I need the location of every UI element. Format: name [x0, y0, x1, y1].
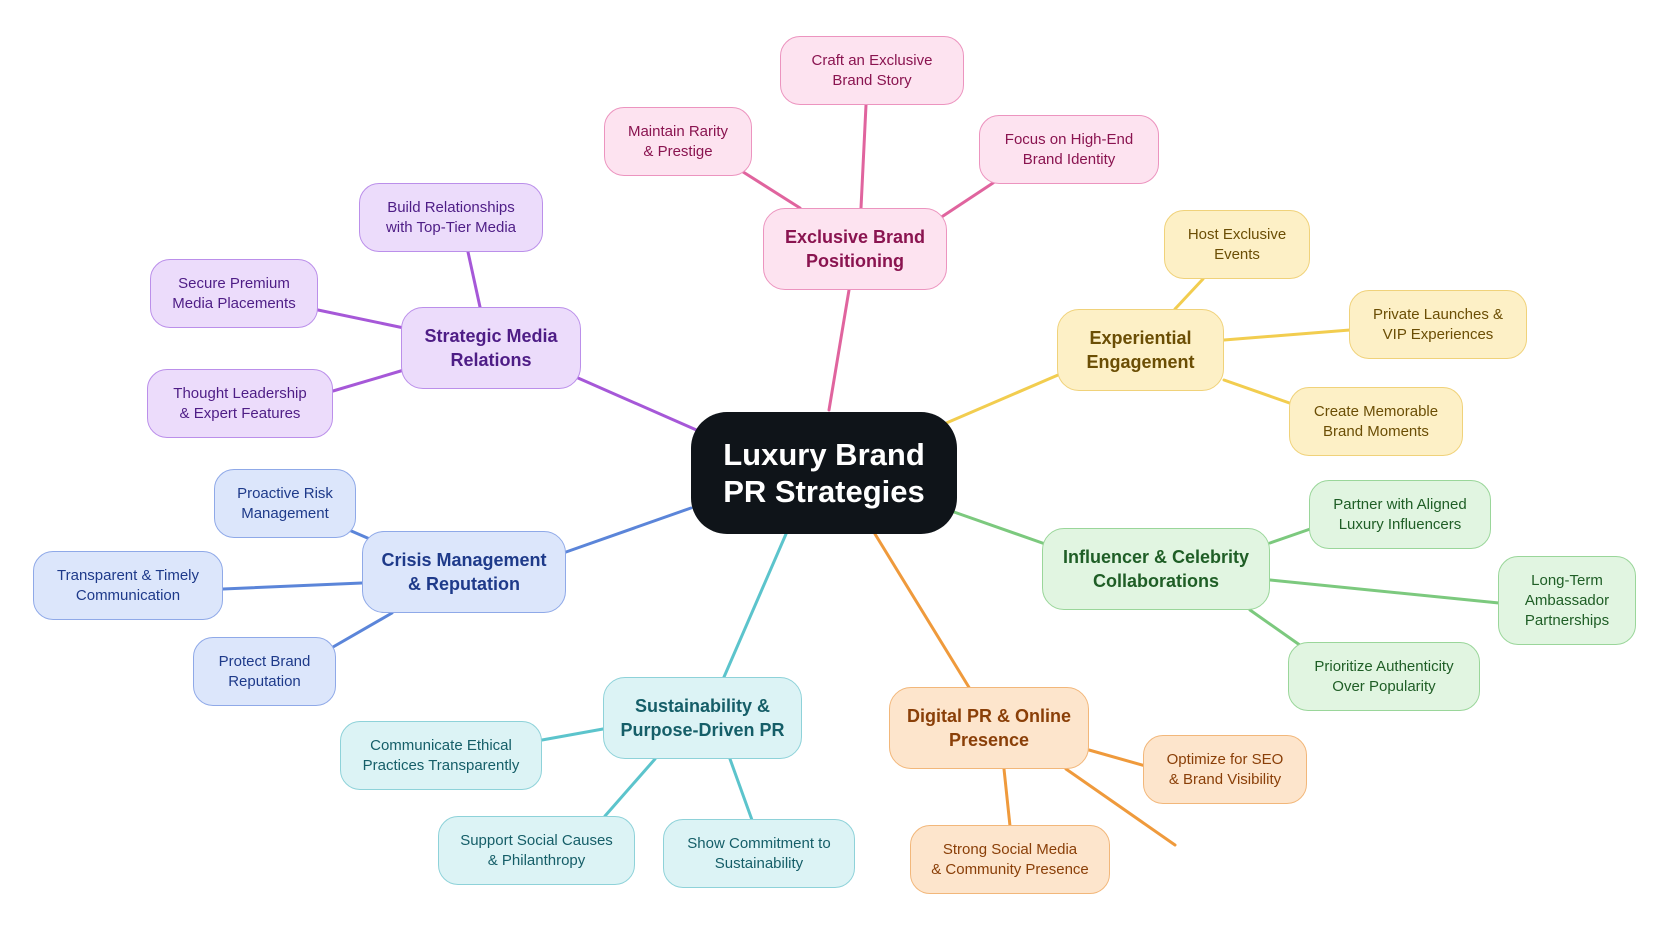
- branch-crisis-management-reputation[interactable]: Crisis Management & Reputation: [362, 531, 566, 613]
- connector-root-influencer: [952, 510, 1050, 547]
- leaf-optimize-seo[interactable]: Optimize for SEO & Brand Visibility: [1143, 735, 1307, 804]
- leaf-host-exclusive-events[interactable]: Host Exclusive Events: [1164, 210, 1310, 279]
- leaf-private-launches-vip[interactable]: Private Launches & VIP Experiences: [1349, 290, 1527, 359]
- leaf-communicate-ethical-practices[interactable]: Communicate Ethical Practices Transparen…: [340, 721, 542, 790]
- branch-experiential-engagement[interactable]: Experiential Engagement: [1057, 309, 1224, 391]
- connector-sustainability-ethical: [540, 727, 605, 742]
- leaf-strong-social-media[interactable]: Strong Social Media & Community Presence: [910, 825, 1110, 894]
- leaf-create-memorable-moments[interactable]: Create Memorable Brand Moments: [1289, 387, 1463, 456]
- connector-digital-social: [1002, 767, 1012, 828]
- branch-strategic-media-relations[interactable]: Strategic Media Relations: [401, 307, 581, 389]
- connector-media-thought: [331, 368, 406, 393]
- branch-exclusive-brand-positioning[interactable]: Exclusive Brand Positioning: [763, 208, 947, 290]
- connector-root-media: [576, 376, 703, 434]
- leaf-build-relationships-media[interactable]: Build Relationships with Top-Tier Media: [359, 183, 543, 252]
- connector-crisis-protect: [331, 611, 394, 649]
- connector-sustainability-social: [603, 757, 657, 818]
- connector-digital-seo-tail: [1064, 767, 1177, 847]
- leaf-maintain-rarity-prestige[interactable]: Maintain Rarity & Prestige: [604, 107, 752, 176]
- connector-influencer-long-term: [1268, 578, 1501, 605]
- leaf-thought-leadership[interactable]: Thought Leadership & Expert Features: [147, 369, 333, 438]
- branch-digital-pr-online-presence[interactable]: Digital PR & Online Presence: [889, 687, 1089, 769]
- connector-digital-seo: [1087, 748, 1151, 769]
- leaf-long-term-ambassador[interactable]: Long-Term Ambassador Partnerships: [1498, 556, 1636, 645]
- connector-experiential-host: [1173, 277, 1205, 311]
- connector-root-crisis: [564, 506, 693, 554]
- leaf-prioritize-authenticity[interactable]: Prioritize Authenticity Over Popularity: [1288, 642, 1480, 711]
- leaf-partner-aligned-influencers[interactable]: Partner with Aligned Luxury Influencers: [1309, 480, 1491, 549]
- branch-sustainability-purpose-driven[interactable]: Sustainability & Purpose-Driven PR: [603, 677, 802, 759]
- connector-exclusive-rarity: [738, 168, 802, 210]
- branch-influencer-celebrity-collaborations[interactable]: Influencer & Celebrity Collaborations: [1042, 528, 1270, 610]
- leaf-show-commitment-sustainability[interactable]: Show Commitment to Sustainability: [663, 819, 855, 888]
- leaf-transparent-timely-communication[interactable]: Transparent & Timely Communication: [33, 551, 223, 620]
- leaf-support-social-causes[interactable]: Support Social Causes & Philanthropy: [438, 816, 635, 885]
- connector-root-digital: [873, 532, 972, 691]
- connector-crisis-transparent: [221, 581, 364, 591]
- connector-experiential-create: [1222, 378, 1300, 408]
- connector-influencer-partner: [1268, 525, 1318, 545]
- leaf-focus-high-end-brand-identity[interactable]: Focus on High-End Brand Identity: [979, 115, 1159, 184]
- connector-media-secure: [316, 308, 406, 330]
- leaf-craft-exclusive-brand-story[interactable]: Craft an Exclusive Brand Story: [780, 36, 964, 105]
- leaf-proactive-risk-management[interactable]: Proactive Risk Management: [214, 469, 356, 538]
- connector-root-experiential: [942, 370, 1067, 426]
- connector-sustainability-commitment: [728, 757, 754, 822]
- connector-experiential-private: [1222, 328, 1352, 342]
- connector-media-build: [466, 250, 482, 309]
- central-node[interactable]: Luxury Brand PR Strategies: [691, 412, 957, 534]
- leaf-protect-brand-reputation[interactable]: Protect Brand Reputation: [193, 637, 336, 706]
- leaf-secure-premium-placements[interactable]: Secure Premium Media Placements: [150, 259, 318, 328]
- connector-exclusive-focus: [938, 179, 998, 220]
- connector-exclusive-craft: [859, 103, 868, 210]
- connector-influencer-authenticity: [1248, 608, 1306, 650]
- connector-root-exclusive: [827, 288, 851, 412]
- connector-root-sustainability: [722, 532, 788, 679]
